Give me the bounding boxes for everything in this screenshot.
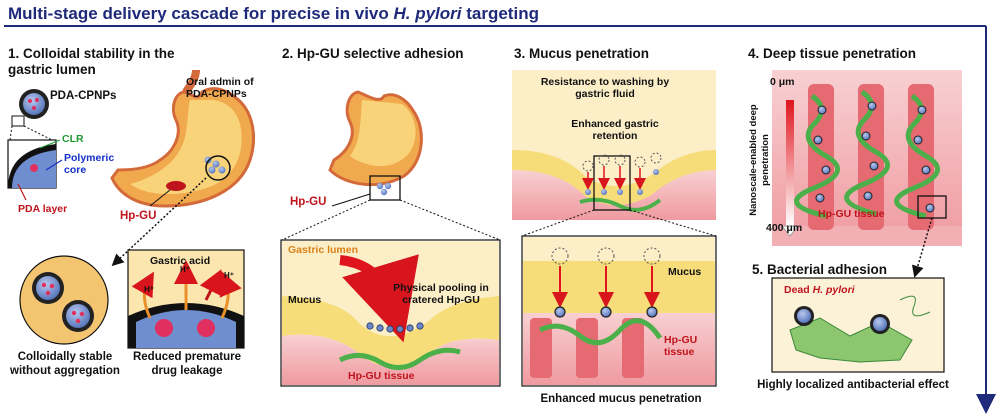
pda-label: PDA layer [18,203,68,215]
panel3-heading: 3. Mucus penetration [514,46,650,61]
panel4-graphics [772,70,962,278]
gastric-lumen-label: Gastric lumen [288,244,359,256]
gastric-acid-label: Gastric acid [150,255,211,267]
mucus-label-3: Mucus [668,266,702,278]
panel5-heading: 5. Bacterial adhesion [752,262,888,277]
proton-label-2: H⁺ [180,265,190,274]
pooling-label: Physical pooling in cratered Hp-GU [393,282,489,306]
panel4-heading: 4. Deep tissue penetration [748,46,917,61]
panel2-heading: 2. Hp-GU selective adhesion [282,46,464,61]
tissue-label-4: Hp-GU tissue [818,208,885,220]
panel5-graphics [771,277,945,373]
clr-label: CLR [62,133,84,145]
depth-vertical-label: Nanoscale-enabled deep penetration [748,104,771,216]
core-label: Polymeric core [64,152,115,176]
panel2-graphics [280,90,501,387]
depth-bottom-label: 400 μm [766,222,803,234]
panel1-heading: 1. Colloidal stability in the gastric lu… [8,46,175,77]
dead-label-text: Dead [784,284,813,296]
dead-label-italic: H. pylori [812,284,855,296]
caption-leakage: Reduced premature drug leakage [132,351,241,377]
caption-mucus-penetration: Enhanced mucus penetration [540,393,702,405]
oral-admin-label: Oral admin of PDA-CPNPs [186,76,254,100]
caption-colloidal: Colloidally stable without aggregation [10,351,120,377]
panel1-graphics [7,69,255,349]
figure-title: Multi-stage delivery cascade for precise… [8,4,539,23]
proton-label-3: H⁺ [224,271,234,280]
panel3-graphics [512,70,717,387]
tissue-label-2: Hp-GU tissue [348,370,415,382]
retention-label: Enhanced gastric retention [571,118,659,142]
tissue-label-3: Hp-GU tissue [664,334,698,358]
resistance-label: Resistance to washing by gastric fluid [540,76,670,100]
hpgu-label-2: Hp-GU [290,196,327,208]
mucus-label-2: Mucus [288,294,322,306]
dead-pylori-label: Dead H. pylori [784,284,855,296]
caption-antibacterial: Highly localized antibacterial effect [757,379,949,391]
np-name-label: PDA-CPNPs [50,90,117,102]
depth-top-label: 0 μm [770,76,795,88]
hpgu-label-1: Hp-GU [120,210,157,222]
proton-label-1: H⁺ [144,285,154,294]
